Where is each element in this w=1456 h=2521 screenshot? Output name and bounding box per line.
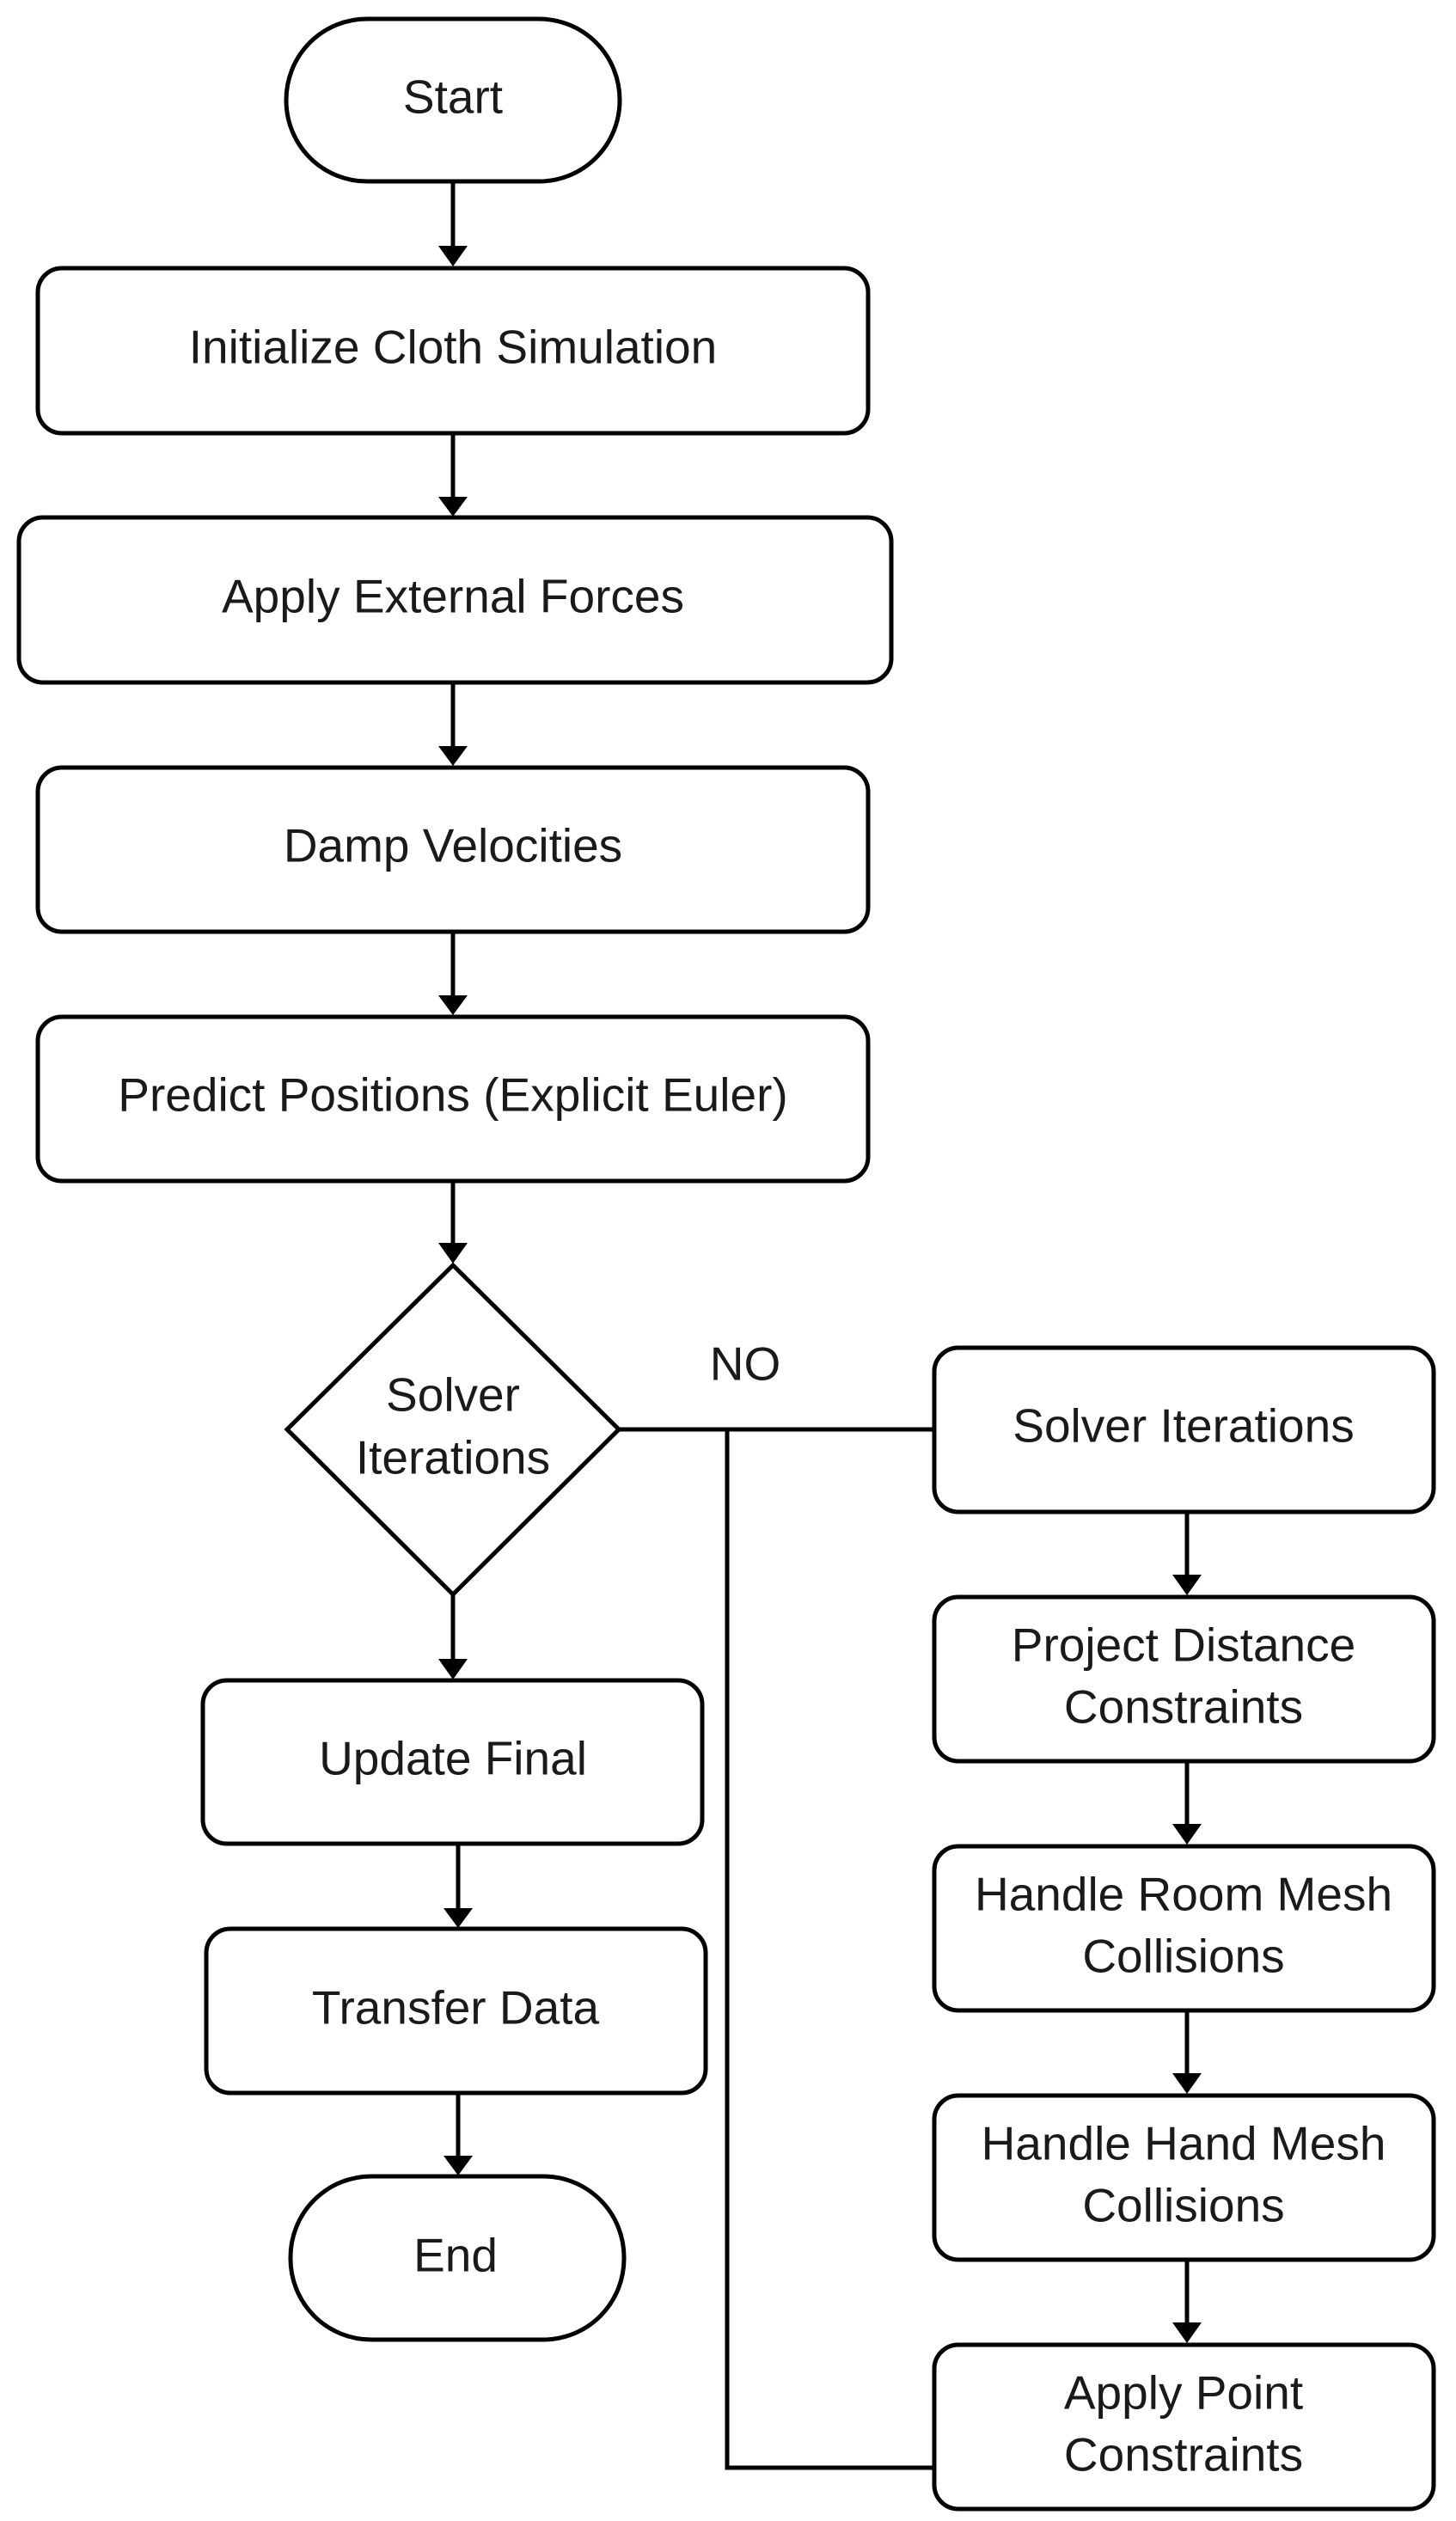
arrowhead <box>438 1659 468 1680</box>
project-box <box>932 1594 1436 1764</box>
predict-box <box>35 1014 871 1184</box>
end-terminator <box>288 2174 627 2342</box>
start-label: Start <box>403 70 503 124</box>
project-label-line2: Constraints <box>1064 1680 1303 1734</box>
room-label-line1: Handle Room Mesh <box>975 1868 1392 1921</box>
point-label-line1: Apply Point <box>1064 2366 1303 2420</box>
node-transfer: Transfer Data <box>204 1926 708 2096</box>
init-box <box>35 266 871 436</box>
node-end: End <box>288 2174 627 2342</box>
room-label-line2: Collisions <box>1082 1930 1284 1983</box>
node-forces: Apply External Forces <box>16 515 894 685</box>
update-label: Update Final <box>319 1732 587 1785</box>
forces-box <box>16 515 894 685</box>
solver-iterations-box <box>932 1345 1436 1514</box>
hand-collisions-box <box>932 2093 1436 2262</box>
arrowhead <box>444 2156 473 2175</box>
arrowhead <box>438 1243 468 1264</box>
node-solver-iterations: Solver Iterations <box>932 1345 1436 1514</box>
predict-label: Predict Positions (Explicit Euler) <box>118 1068 787 1122</box>
hand-label-line2: Collisions <box>1082 2179 1284 2232</box>
node-hand-collisions: Handle Hand Mesh Collisions <box>932 2093 1436 2262</box>
solver-iterations-label: Solver Iterations <box>1012 1399 1354 1453</box>
arrowhead <box>438 995 468 1015</box>
arrowhead <box>1172 2322 1202 2343</box>
node-decision: Solver Iterations <box>284 1262 622 1598</box>
point-constraints-box <box>932 2342 1436 2512</box>
arrowhead <box>438 746 468 766</box>
node-init: Initialize Cloth Simulation <box>35 266 871 436</box>
node-damp: Damp Velocities <box>35 765 871 934</box>
no-edge-label: NO <box>710 1337 781 1391</box>
node-point-constraints: Apply Point Constraints <box>932 2342 1436 2512</box>
project-label-line1: Project Distance <box>1012 1618 1355 1672</box>
decision-label-line1: Solver <box>386 1368 520 1422</box>
transfer-label: Transfer Data <box>312 1981 600 2035</box>
start-terminator <box>284 16 622 184</box>
node-room-collisions: Handle Room Mesh Collisions <box>932 1844 1436 2013</box>
damp-box <box>35 765 871 934</box>
arrowhead <box>1172 1575 1202 1595</box>
damp-label: Damp Velocities <box>284 819 622 872</box>
point-label-line2: Constraints <box>1064 2428 1303 2481</box>
forces-label: Apply External Forces <box>222 570 684 623</box>
edges: NO <box>438 181 1202 2470</box>
room-collisions-box <box>932 1844 1436 2013</box>
init-label: Initialize Cloth Simulation <box>189 321 717 374</box>
arrowhead <box>438 497 468 517</box>
node-start: Start <box>284 16 622 184</box>
edge-loop-back <box>725 1429 934 2470</box>
arrowhead <box>1172 2073 1202 2094</box>
node-update: Update Final <box>200 1678 705 1846</box>
end-label: End <box>413 2229 498 2282</box>
arrowhead <box>1172 1824 1202 1845</box>
arrowhead <box>444 1908 473 1928</box>
update-box <box>200 1678 705 1846</box>
transfer-box <box>204 1926 708 2096</box>
node-project: Project Distance Constraints <box>932 1594 1436 1764</box>
decision-label-line2: Iterations <box>356 1431 550 1484</box>
node-predict: Predict Positions (Explicit Euler) <box>35 1014 871 1184</box>
decision-diamond <box>284 1262 622 1598</box>
hand-label-line1: Handle Hand Mesh <box>982 2117 1386 2170</box>
arrowhead <box>438 246 468 266</box>
